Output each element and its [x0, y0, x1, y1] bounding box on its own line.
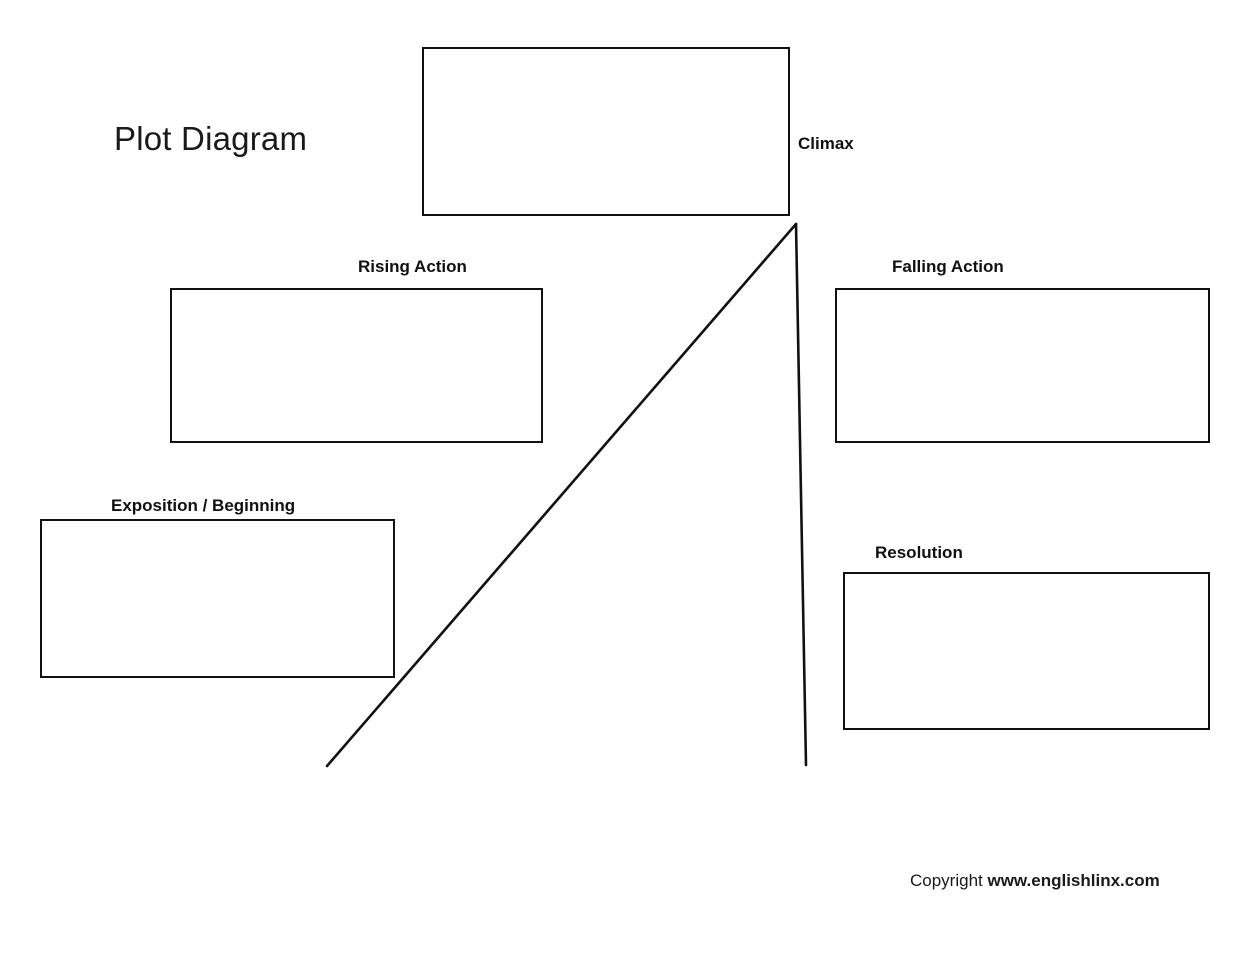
falling-action-line — [794, 222, 808, 767]
copyright-site: www.englishlinx.com — [987, 871, 1160, 890]
rising-action-label: Rising Action — [358, 257, 467, 276]
rising-action-response-box[interactable] — [170, 288, 543, 443]
copyright-notice: Copyright www.englishlinx.com — [910, 869, 1160, 892]
resolution-response-box[interactable] — [843, 572, 1210, 730]
falling-action-label: Falling Action — [892, 257, 1004, 276]
resolution-label: Resolution — [875, 543, 963, 562]
exposition-response-box[interactable] — [40, 519, 395, 678]
climax-label: Climax — [798, 134, 854, 153]
copyright-prefix: Copyright — [910, 871, 988, 890]
climax-response-box[interactable] — [422, 47, 790, 216]
falling-action-response-box[interactable] — [835, 288, 1210, 443]
page-title: Plot Diagram — [114, 120, 308, 157]
exposition-label: Exposition / Beginning — [111, 496, 296, 515]
